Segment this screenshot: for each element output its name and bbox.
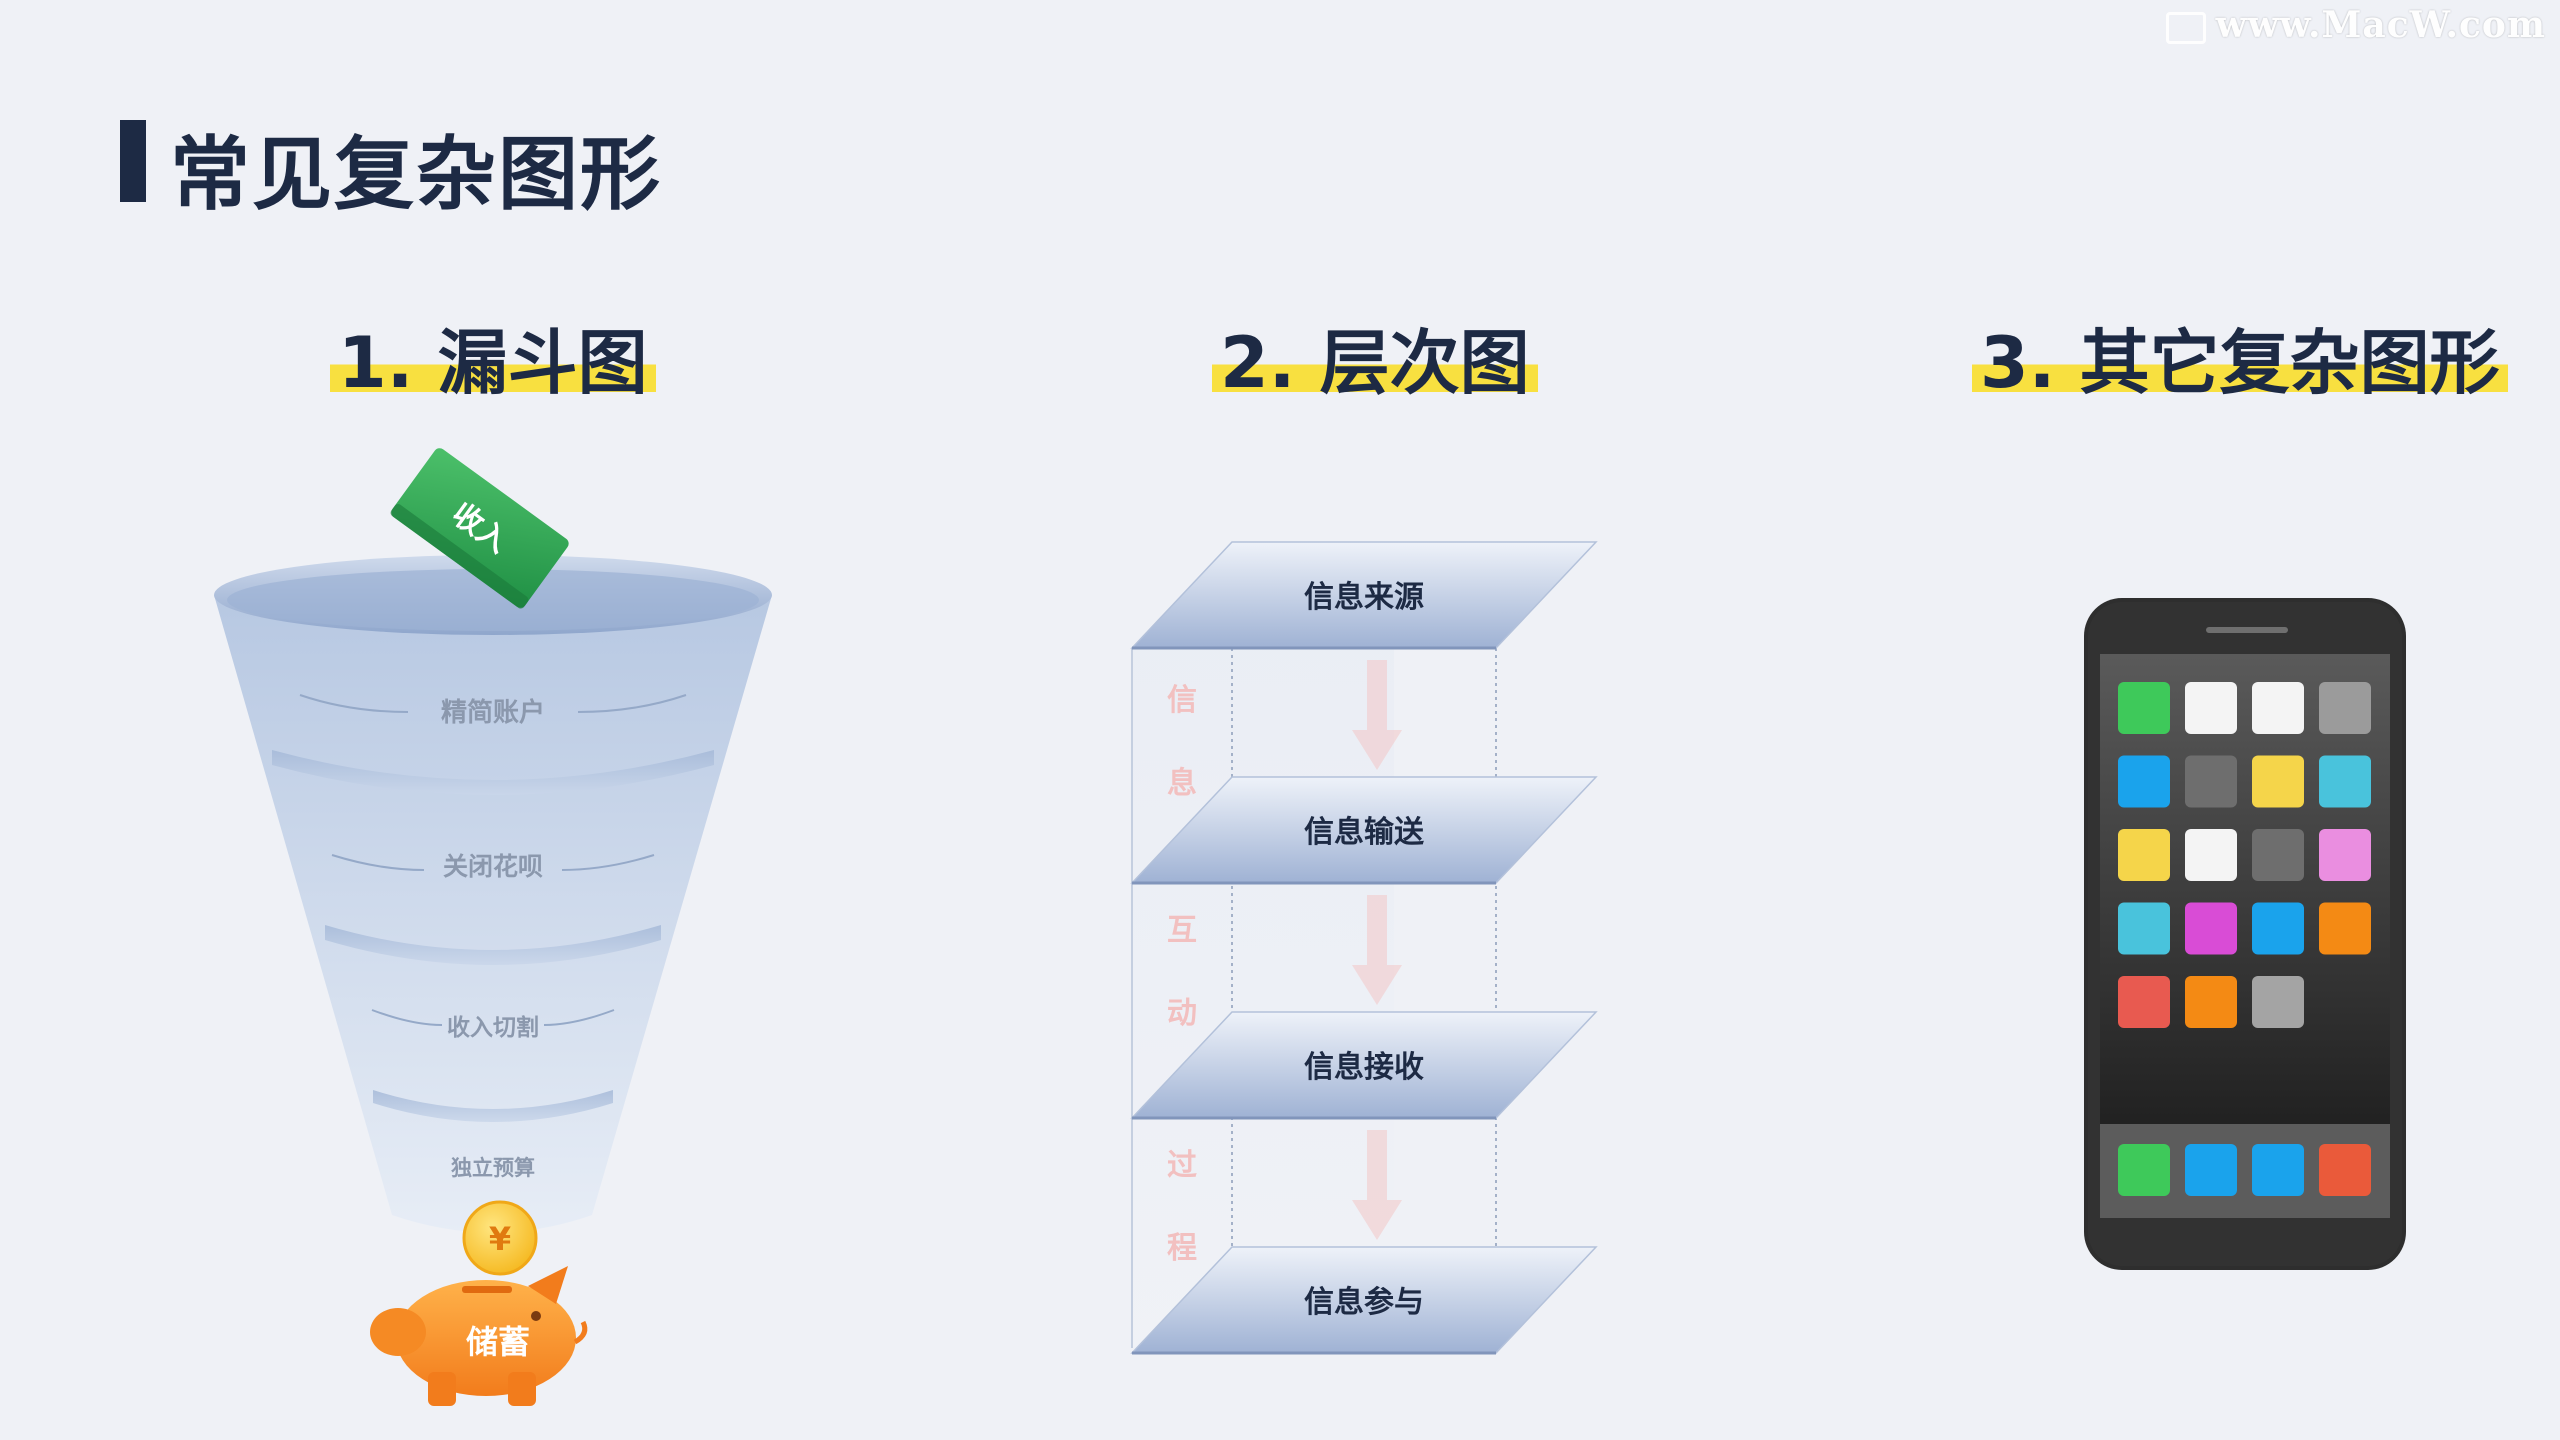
watermark: www.MacW.com	[2165, 4, 2546, 46]
funnel-diagram: 精简账户 关闭花呗 收入切割 独立预算 收入 ¥ 储蓄	[214, 448, 772, 1406]
section-title-hierarchy: 2. 层次图	[1212, 320, 1538, 406]
app-icon-4	[2319, 682, 2371, 734]
funnel-body	[214, 595, 772, 1233]
dock-app-icon-2	[2185, 1144, 2237, 1196]
app-icon-10	[2185, 829, 2237, 881]
funnel-band-3	[373, 1090, 613, 1122]
app-icon-18	[2185, 976, 2237, 1028]
app-icon-7	[2252, 755, 2304, 808]
funnel-level-4: 独立预算	[451, 1156, 535, 1180]
funnel-level-2: 关闭花呗	[443, 852, 543, 881]
dock-apps	[2118, 1144, 2371, 1196]
app-icon-9	[2118, 829, 2170, 881]
hierarchy-diagram: 信 息 互 动 过 程 信息来源 信息输送 信息接收 信息参与	[1130, 541, 1598, 1355]
layer-3-label: 信息接收	[1304, 1050, 1424, 1085]
title-accent-bar	[120, 120, 146, 202]
funnel-level-3: 收入切割	[447, 1014, 539, 1041]
watermark-text: www.MacW.com	[2215, 4, 2546, 46]
dock-app-icon-4	[2319, 1144, 2371, 1196]
phone-illustration	[2084, 598, 2406, 1270]
layer-2-label: 信息输送	[1304, 815, 1424, 850]
app-icon-5	[2118, 755, 2170, 808]
side-char-5: 过	[1167, 1148, 1197, 1183]
app-icon-8	[2319, 755, 2371, 808]
dock-app-icon-3	[2252, 1144, 2304, 1196]
side-char-4: 动	[1167, 996, 1197, 1031]
layer-4-label: 信息参与	[1304, 1285, 1424, 1320]
funnel-level-1: 精简账户	[441, 697, 545, 728]
side-char-6: 程	[1167, 1231, 1197, 1266]
app-icon-2	[2185, 682, 2237, 734]
side-char-3: 互	[1167, 913, 1197, 948]
phone-screen	[2100, 654, 2390, 1144]
app-icon-6	[2185, 755, 2237, 808]
app-icon-14	[2185, 902, 2237, 955]
phone-speaker	[2206, 627, 2288, 633]
funnel-band-1	[272, 750, 714, 795]
coin-icon	[462, 1200, 538, 1276]
funnel-band-2	[325, 925, 661, 965]
app-icon-17	[2118, 976, 2170, 1028]
section-title-funnel: 1. 漏斗图	[330, 320, 656, 406]
dock-app-icon-1	[2118, 1144, 2170, 1196]
page-title: 常见复杂图形	[170, 128, 662, 221]
app-icon-15	[2252, 902, 2304, 955]
coin-label: ¥	[489, 1220, 511, 1258]
section-title-other: 3. 其它复杂图形	[1972, 320, 2508, 406]
income-note: 收入	[390, 448, 569, 609]
app-grid	[2118, 682, 2371, 1028]
watermark-logo-icon	[2165, 12, 2206, 44]
app-icon-19	[2252, 976, 2304, 1028]
flow-arrows	[1352, 660, 1402, 1240]
side-char-2: 息	[1167, 766, 1197, 801]
app-icon-13	[2118, 902, 2170, 955]
side-char-1: 信	[1167, 683, 1197, 718]
app-icon-16	[2319, 902, 2371, 955]
piggy-bank-icon	[370, 1266, 588, 1406]
app-icon-12	[2319, 829, 2371, 881]
app-icon-11	[2252, 829, 2304, 881]
app-icon-1	[2118, 682, 2170, 734]
piggy-bank-label: 储蓄	[466, 1323, 530, 1361]
layer-1-label: 信息来源	[1304, 580, 1424, 615]
app-icon-3	[2252, 682, 2304, 734]
